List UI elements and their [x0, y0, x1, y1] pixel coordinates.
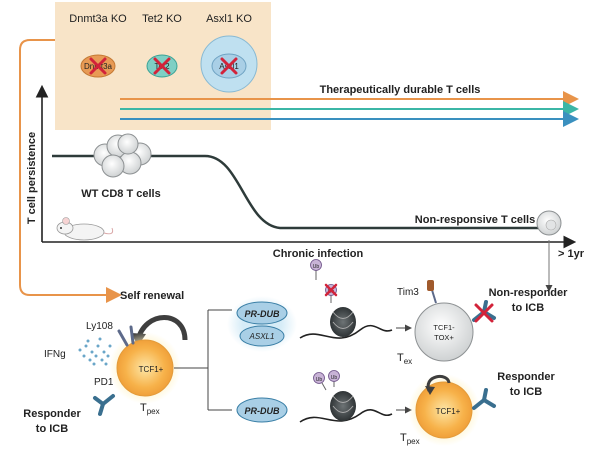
- prdub-complex-upper: PR-DUB ASXL1: [227, 296, 297, 352]
- self-renewal-arrow: [135, 315, 188, 341]
- x-mark-icon: [220, 57, 238, 75]
- svg-text:ASXL1: ASXL1: [249, 332, 275, 341]
- x-mark-icon: [89, 57, 107, 75]
- tex-cell: TCF1- TOX+: [414, 302, 474, 362]
- asxl1-cell: Asxl1: [200, 35, 258, 93]
- x-axis-label: Chronic infection: [273, 248, 364, 260]
- tet2-cell: Tet2: [146, 54, 178, 78]
- ko-label-tet2: Tet2 KO: [142, 13, 182, 25]
- svg-text:PR-DUB: PR-DUB: [245, 309, 280, 319]
- responder-left-2: to ICB: [36, 423, 68, 435]
- wt-cell-cluster: [93, 133, 152, 178]
- nonresponsive-cell: [536, 210, 562, 236]
- svg-text:TOX+: TOX+: [434, 333, 454, 342]
- pd1-label: PD1: [94, 377, 114, 388]
- tpex-cell-left: TCF1+: [109, 332, 181, 404]
- nonresponder-label-2: to ICB: [512, 302, 544, 314]
- svg-text:Ub: Ub: [316, 377, 323, 383]
- ub-bead: [313, 372, 325, 384]
- ko-label-dnmt3a: Dnmt3a KO: [69, 13, 127, 25]
- branch-connector: [174, 309, 232, 411]
- ly108-receptor: [117, 325, 135, 347]
- nucleosome-lower: Ub Ub: [299, 370, 393, 423]
- nucleosome-upper: Ub Ub: [299, 259, 393, 339]
- ifng-dots: [78, 337, 112, 366]
- x-mark-icon: [324, 283, 338, 297]
- svg-text:TCF1+: TCF1+: [436, 407, 461, 416]
- ly108-label: Ly108: [86, 321, 113, 332]
- prdub-complex-lower: PR-DUB: [236, 397, 288, 423]
- nonresponder-label-1: Non-responder: [489, 287, 569, 299]
- dnmt3a-cell: Dnmt3a: [80, 54, 116, 78]
- feedback-arrow: [19, 39, 122, 303]
- tim3-receptor: [427, 280, 437, 304]
- mouse-icon: [56, 217, 114, 241]
- self-renewal-label: Self renewal: [120, 290, 184, 302]
- tpex-label-right: Tpex: [400, 432, 420, 446]
- wt-label: WT CD8 T cells: [81, 188, 160, 200]
- x-mark-icon: [153, 57, 171, 75]
- svg-text:TCF1+: TCF1+: [139, 365, 164, 374]
- tex-label: Tex: [397, 352, 412, 366]
- antibody-blocked-icon: [472, 300, 496, 323]
- ub-bead: [328, 370, 340, 382]
- ub-bead: [310, 259, 322, 271]
- x-mark-icon: [474, 303, 494, 323]
- tpex-cell-right: TCF1+: [408, 374, 480, 446]
- tim3-label: Tim3: [397, 287, 419, 298]
- svg-text:TCF1-: TCF1-: [433, 323, 455, 332]
- y-axis-label: T cell persistence: [26, 132, 38, 224]
- svg-text:PR-DUB: PR-DUB: [245, 406, 280, 416]
- tpex-label-left: Tpex: [140, 402, 160, 416]
- persistence-curve: [52, 154, 540, 230]
- ko-label-asxl1: Asxl1 KO: [206, 13, 252, 25]
- svg-text:Ub: Ub: [313, 264, 320, 270]
- responder-right-1: Responder: [497, 371, 555, 383]
- responder-left-1: Responder: [23, 408, 81, 420]
- antibody-icon: [472, 388, 496, 410]
- time-label: > 1yr: [558, 248, 585, 260]
- durable-label: Therapeutically durable T cells: [320, 84, 481, 96]
- ifng-label: IFNg: [44, 349, 66, 360]
- nonresponsive-label: Non-responsive T cells: [415, 214, 535, 226]
- antibody-icon: [93, 394, 115, 416]
- responder-right-2: to ICB: [510, 386, 542, 398]
- svg-text:Ub: Ub: [328, 289, 335, 295]
- svg-text:Ub: Ub: [331, 375, 338, 381]
